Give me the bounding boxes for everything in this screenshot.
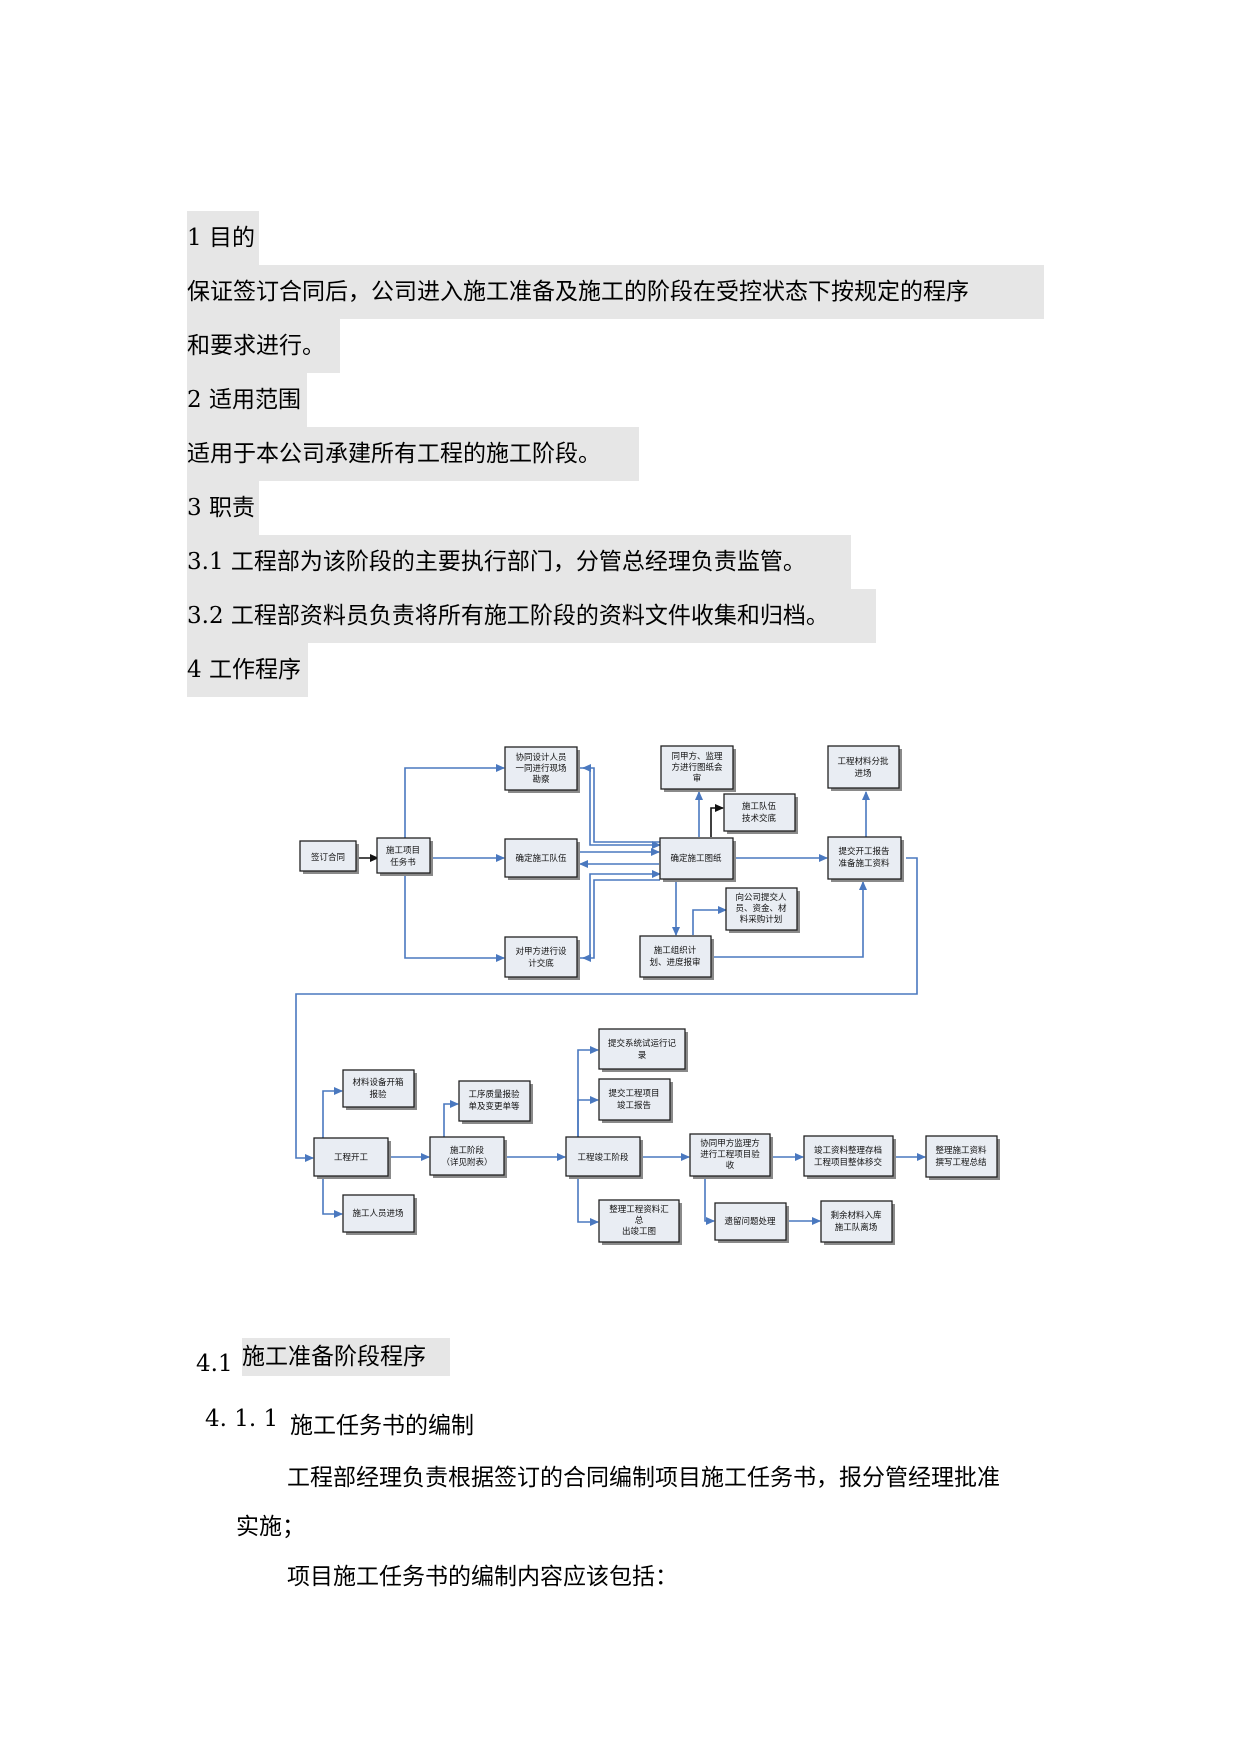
svg-text:遗留问题处理: 遗留问题处理 <box>724 1216 776 1227</box>
fc-start-report: 提交开工报告 准备施工资料 <box>827 836 904 882</box>
svg-text:勘察: 勘察 <box>532 774 550 785</box>
section-2-body: 适用于本公司承建所有工程的施工阶段。 <box>187 427 639 481</box>
svg-text:料采购计划: 料采购计划 <box>740 914 783 925</box>
svg-text:准备施工资料: 准备施工资料 <box>838 858 890 869</box>
fc-tech-disclosure: 施工队伍 技术交底 <box>723 793 798 834</box>
svg-text:同甲方、监理: 同甲方、监理 <box>671 751 723 762</box>
heading-4-1-title: 施工准备阶段程序 <box>242 1338 450 1376</box>
svg-text:确定施工队伍: 确定施工队伍 <box>515 853 567 864</box>
fc-completion-phase: 工程竣工阶段 <box>565 1136 643 1179</box>
svg-text:工序质量报验: 工序质量报验 <box>468 1089 520 1100</box>
svg-text:工程材料分批: 工程材料分批 <box>837 756 889 767</box>
fc-acceptance: 协同甲方监理方 进行工程项目验 收 <box>689 1133 773 1179</box>
svg-text:向公司提交人: 向公司提交人 <box>735 892 787 903</box>
fc-leftover-issues: 遗留问题处理 <box>714 1202 789 1243</box>
section-3-title: 3 职责 <box>187 481 259 535</box>
svg-text:方进行图纸会: 方进行图纸会 <box>671 762 723 773</box>
section-1-body-line-2: 和要求进行。 <box>187 319 340 373</box>
svg-text:对甲方进行设: 对甲方进行设 <box>515 946 567 957</box>
section-4-title: 4 工作程序 <box>187 643 308 697</box>
svg-text:施工队伍: 施工队伍 <box>742 801 777 812</box>
fc-assist-designer: 协同设计人员 一同进行现场 勘察 <box>504 746 580 793</box>
svg-text:剩余材料入库: 剩余材料入库 <box>830 1210 882 1221</box>
fc-summary: 整理施工资料 撰写工程总结 <box>925 1135 1000 1180</box>
svg-text:任务书: 任务书 <box>390 857 416 868</box>
svg-text:（详见附表）: （详见附表） <box>441 1157 492 1168</box>
fc-exit-site: 剩余材料入库 施工队离场 <box>820 1200 895 1245</box>
connectors-upper <box>295 764 918 1162</box>
section-3-1: 3.1 工程部为该阶段的主要执行部门，分管总经理负责监管。 <box>187 535 851 589</box>
paragraph-2: 项目施工任务书的编制内容应该包括： <box>287 1564 678 1590</box>
paragraph-1-line-2: 实施； <box>236 1514 305 1540</box>
svg-text:协同甲方监理方: 协同甲方监理方 <box>700 1138 760 1149</box>
svg-text:划、进度报审: 划、进度报审 <box>649 957 700 968</box>
svg-text:施工人员进场: 施工人员进场 <box>352 1208 403 1219</box>
svg-text:工程开工: 工程开工 <box>334 1153 369 1163</box>
fc-construction-plan: 施工组织计 划、进度报审 <box>639 935 714 980</box>
svg-text:工程竣工阶段: 工程竣工阶段 <box>577 1152 629 1163</box>
svg-text:提交工程项目: 提交工程项目 <box>608 1088 659 1099</box>
svg-text:确定施工图纸: 确定施工图纸 <box>670 853 722 864</box>
svg-text:单及变更单等: 单及变更单等 <box>468 1101 520 1112</box>
svg-text:计交底: 计交底 <box>528 958 554 969</box>
fc-material-check: 材料设备开箱 报验 <box>342 1069 417 1110</box>
svg-text:收: 收 <box>726 1160 735 1171</box>
fc-compile-docs: 整理工程资料汇 总 出竣工图 <box>598 1199 682 1245</box>
svg-text:审: 审 <box>693 773 702 784</box>
fc-completion-report: 提交工程项目 竣工报告 <box>598 1078 673 1123</box>
paragraph-1-line-1: 工程部经理负责根据签订的合同编制项目施工任务书，报分管经理批准 <box>287 1465 1000 1491</box>
svg-text:进行工程项目验: 进行工程项目验 <box>700 1149 760 1160</box>
svg-text:提交开工报告: 提交开工报告 <box>838 846 889 857</box>
heading-4-1-1-number: 4. 1. 1 <box>205 1406 279 1432</box>
svg-text:材料设备开箱: 材料设备开箱 <box>352 1077 404 1088</box>
section-2-title: 2 适用范围 <box>187 373 307 427</box>
fc-sign-contract: 签订合同 <box>299 840 359 874</box>
svg-text:撰写工程总结: 撰写工程总结 <box>935 1157 986 1168</box>
fc-joint-review: 同甲方、监理 方进行图纸会 审 <box>660 745 736 792</box>
connectors-lower <box>322 1046 926 1226</box>
svg-text:整理施工资料: 整理施工资料 <box>935 1145 987 1156</box>
fc-construction-phase: 施工阶段 （详见附表） <box>429 1136 507 1178</box>
svg-text:工程项目整体移交: 工程项目整体移交 <box>814 1157 883 1168</box>
fc-confirm-drawings: 确定施工图纸 <box>659 837 736 882</box>
fc-task-book: 施工项目 任务书 <box>376 837 433 876</box>
svg-text:员、资金、材: 员、资金、材 <box>735 903 787 914</box>
svg-text:协同设计人员: 协同设计人员 <box>515 752 566 763</box>
svg-text:一同进行现场: 一同进行现场 <box>515 763 566 774</box>
heading-4-1-1-title: 施工任务书的编制 <box>290 1413 474 1439</box>
svg-text:总: 总 <box>635 1215 644 1226</box>
fc-design-disclosure: 对甲方进行设 计交底 <box>504 936 580 980</box>
svg-text:提交系统试运行记: 提交系统试运行记 <box>608 1038 677 1049</box>
svg-text:报验: 报验 <box>369 1089 387 1100</box>
svg-text:录: 录 <box>638 1051 647 1061</box>
svg-text:签订合同: 签订合同 <box>311 852 345 863</box>
section-1-title: 1 目的 <box>187 211 259 265</box>
fc-start-work: 工程开工 <box>313 1137 391 1179</box>
fc-material-batch: 工程材料分批 进场 <box>827 745 902 791</box>
fc-staff-entry: 施工人员进场 <box>342 1194 417 1235</box>
fc-report-staff: 向公司提交人 员、资金、材 料采购计划 <box>725 887 800 933</box>
fc-confirm-team: 确定施工队伍 <box>504 838 580 880</box>
svg-text:施工组织计: 施工组织计 <box>654 945 697 956</box>
heading-4-1-number: 4.1 <box>196 1351 233 1377</box>
svg-text:施工阶段: 施工阶段 <box>450 1145 485 1156</box>
svg-text:整理工程资料汇: 整理工程资料汇 <box>609 1204 669 1215</box>
fc-archive: 竣工资料整理存档 工程项目整体移交 <box>803 1135 896 1179</box>
svg-text:竣工资料整理存档: 竣工资料整理存档 <box>814 1145 882 1156</box>
svg-text:进场: 进场 <box>854 769 871 779</box>
svg-text:施工项目: 施工项目 <box>386 845 420 856</box>
fc-system-debug: 提交系统试运行记 录 <box>598 1028 688 1072</box>
section-1-body-line-1: 保证签订合同后，公司进入施工准备及施工的阶段在受控状态下按规定的程序 <box>187 265 1044 319</box>
section-3-2: 3.2 工程部资料员负责将所有施工阶段的资料文件收集和归档。 <box>187 589 876 643</box>
svg-text:竣工报告: 竣工报告 <box>617 1100 651 1111</box>
svg-text:出竣工图: 出竣工图 <box>622 1226 656 1237</box>
svg-text:技术交底: 技术交底 <box>742 813 777 824</box>
fc-process-check: 工序质量报验 单及变更单等 <box>458 1080 533 1124</box>
svg-text:施工队离场: 施工队离场 <box>835 1222 878 1233</box>
